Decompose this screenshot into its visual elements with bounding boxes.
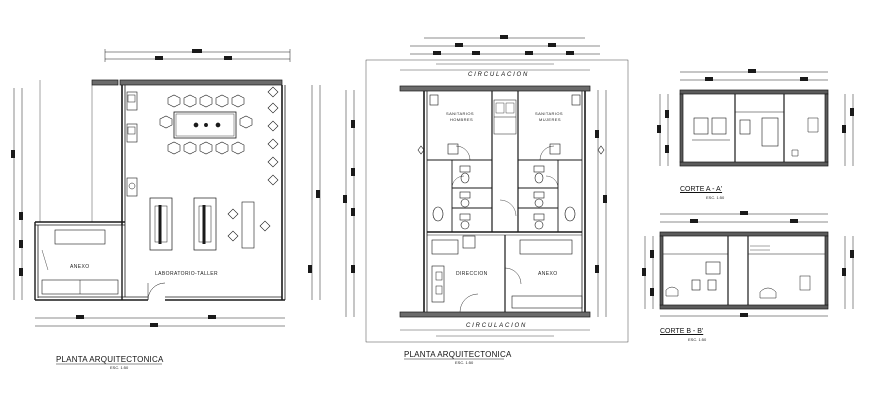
- left-plan-scale: ESC. 1:50: [110, 365, 129, 370]
- section-a-title: CORTE A - A': [680, 186, 723, 193]
- left-top-wall: [119, 79, 283, 86]
- middle-plan: [343, 35, 629, 360]
- section-b-title: CORTE B - B': [660, 328, 704, 335]
- middle-circulation-top: CIRCULACION: [468, 72, 530, 78]
- middle-plan-title: PLANTA ARQUITECTONICA: [404, 350, 512, 359]
- middle-circulation-bottom: CIRCULACION: [466, 323, 528, 329]
- middle-plan-scale: ESC. 1:50: [455, 360, 474, 365]
- middle-room-sanit-men-sub: HOMBRES: [450, 117, 474, 122]
- middle-room-sanit-men: SANITARIOS: [446, 111, 474, 116]
- middle-room-direccion: DIRECCION: [456, 271, 488, 277]
- left-room-anexo: ANEXO: [70, 264, 90, 270]
- section-b-scale: ESC. 1:50: [688, 337, 707, 342]
- middle-room-sanit-women: SANITARIOS: [535, 111, 563, 116]
- section-a: [657, 69, 854, 167]
- left-plan: [11, 49, 321, 365]
- middle-room-anexo: ANEXO: [538, 271, 558, 277]
- left-plan-title: PLANTA ARQUITECTONICA: [56, 355, 164, 364]
- middle-room-sanit-women-sub: MUJERES: [539, 117, 561, 122]
- left-room-lab: LABORATORIO-TALLER: [155, 271, 219, 277]
- section-b: [642, 211, 854, 317]
- section-a-scale: ESC. 1:50: [706, 195, 725, 200]
